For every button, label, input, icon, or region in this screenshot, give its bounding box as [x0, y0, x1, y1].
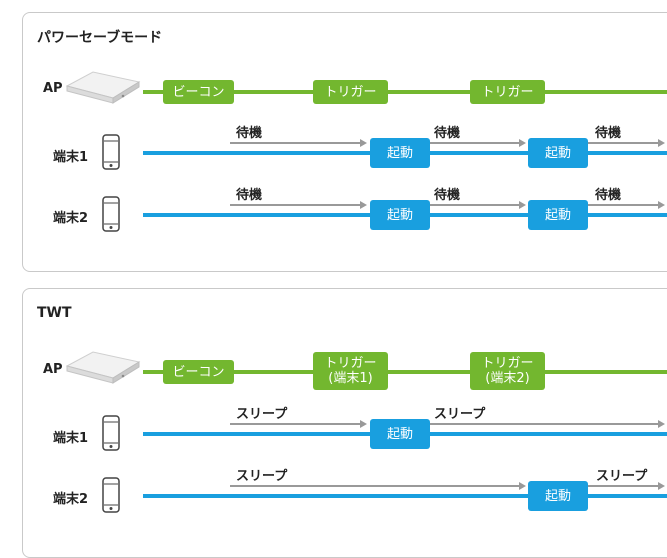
terminal1-label: 端末1: [53, 150, 89, 165]
standby-arrow: [230, 204, 360, 206]
wake-box: 起動: [370, 138, 430, 168]
trigger-target-text: (端末2): [485, 371, 530, 386]
trigger-box: トリガー: [470, 80, 545, 104]
ap-timeline: [143, 370, 667, 374]
arrow-head: [658, 481, 665, 490]
trigger-target-text: (端末1): [328, 371, 373, 386]
sleep-arrow: [588, 485, 658, 487]
standby-arrow: [430, 142, 519, 144]
ap-timeline: [143, 90, 667, 94]
arrow-head: [360, 419, 367, 428]
standby-arrow: [430, 204, 519, 206]
arrow-head: [519, 481, 526, 490]
phone-icon: [102, 196, 120, 232]
terminal2-timeline: [143, 494, 667, 498]
standby-label: 待機: [236, 126, 263, 141]
arrow-head: [360, 138, 367, 147]
terminal1-label: 端末1: [53, 431, 89, 446]
arrow-head: [519, 138, 526, 147]
trigger-box: トリガー: [313, 80, 388, 104]
beacon-box: ビーコン: [163, 360, 234, 384]
sleep-arrow: [230, 423, 360, 425]
phone-icon: [102, 415, 120, 451]
sleep-arrow: [230, 485, 519, 487]
arrow-head: [519, 200, 526, 209]
sleep-label: スリープ: [434, 407, 486, 422]
terminal2-label: 端末2: [53, 211, 89, 226]
wake-box: 起動: [370, 200, 430, 230]
trigger-text: トリガー: [481, 356, 534, 371]
ap-label: AP: [43, 81, 63, 96]
wake-box: 起動: [528, 200, 588, 230]
standby-arrow: [230, 142, 360, 144]
arrow-head: [360, 200, 367, 209]
sleep-arrow: [430, 423, 658, 425]
standby-label: 待機: [236, 188, 263, 203]
arrow-head: [658, 419, 665, 428]
sleep-label: スリープ: [236, 469, 288, 484]
phone-icon: [102, 477, 120, 513]
phone-icon: [102, 134, 120, 170]
arrow-head: [658, 138, 665, 147]
sleep-label: スリープ: [236, 407, 288, 422]
standby-label: 待機: [434, 126, 461, 141]
trigger-text: トリガー: [324, 356, 377, 371]
standby-label: 待機: [434, 188, 461, 203]
trigger-terminal1-box: トリガー (端末1): [313, 352, 388, 390]
standby-arrow: [588, 142, 658, 144]
ap-label: AP: [43, 362, 63, 377]
wake-box: 起動: [528, 481, 588, 511]
trigger-terminal2-box: トリガー (端末2): [470, 352, 545, 390]
sleep-label: スリープ: [596, 469, 648, 484]
access-point-icon: [65, 351, 141, 384]
panel-title: TWT: [37, 305, 72, 321]
beacon-box: ビーコン: [163, 80, 234, 104]
standby-arrow: [588, 204, 658, 206]
arrow-head: [658, 200, 665, 209]
standby-label: 待機: [595, 188, 622, 203]
terminal2-label: 端末2: [53, 492, 89, 507]
wake-box: 起動: [370, 419, 430, 449]
wake-box: 起動: [528, 138, 588, 168]
access-point-icon: [65, 71, 141, 104]
standby-label: 待機: [595, 126, 622, 141]
panel-title: パワーセーブモード: [37, 30, 163, 46]
